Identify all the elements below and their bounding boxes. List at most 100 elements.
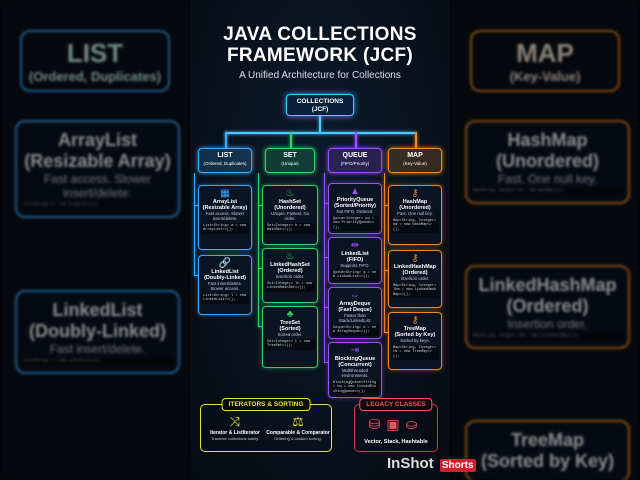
card-desc: Not FIFO. Ordered. [336, 209, 374, 214]
legacy-classes-panel: LEGACY CLASSES ⛁▣⛀ Vector, Stack, Hashta… [354, 398, 438, 452]
category-map: MAP (Key-Value) [388, 148, 442, 173]
list-card: 🔗LinkedList(Doubly-Linked)Fast insert/de… [198, 255, 252, 315]
side-card: ArrayList(Resizable Array)Fast access. S… [15, 120, 180, 219]
connector-line [384, 332, 388, 334]
list-card: ▦ArrayList(Resizable Array)Fast access. … [198, 185, 252, 250]
tree-icon: ♣ [286, 309, 294, 320]
scales-icon: ⚖ [292, 414, 304, 429]
double-arrow-pipe-icon: ⇔ [350, 290, 360, 301]
category-sub: (FIFO/Priority) [340, 161, 370, 166]
card-name: LinkedList [341, 251, 369, 257]
category-sub: (Key-Value) [403, 161, 427, 166]
blurred-right-background: MAP(Key-Value) HashMap(Unordered)Fast. O… [450, 0, 640, 480]
category-label: SET [283, 152, 297, 159]
card-name: HashMap [402, 199, 428, 205]
side-card-sub: (Ordered) [506, 296, 589, 316]
card-desc: Fast insert/delete. Slower access. [207, 281, 243, 291]
connector-line [384, 173, 386, 332]
card-sub: (Unordered) [399, 205, 431, 211]
collections-root-node: COLLECTIONS(JCF) [286, 94, 354, 116]
side-map-heading: MAP(Key-Value) [470, 30, 620, 92]
set-card: ♨LinkedHashSet(Ordered)Insertion order.S… [262, 248, 318, 303]
card-desc: Supports FIFO. [340, 263, 370, 268]
watermark-badge: Shorts [439, 459, 476, 472]
connector-line [324, 257, 328, 259]
side-card-code: Map<String, Integer> hm = new HashMap<>(… [471, 188, 624, 195]
title-line: FRAMEWORK (JCF) [226, 45, 414, 66]
side-card-name: LinkedHashMap [478, 275, 617, 295]
card-code: Queue<String> q = new LinkedList<>(); [331, 270, 379, 281]
category-sub: (Unique) [281, 161, 299, 166]
shuffle-icon: ⤨ [229, 414, 241, 429]
connector-line [324, 362, 328, 364]
side-card: LinkedHashMap(Ordered)Insertion order.Ma… [465, 265, 630, 350]
side-sub: (Ordered, Duplicates) [28, 69, 162, 84]
root-label: COLLECTIONS [296, 98, 344, 105]
card-desc: Multithreaded environments. [341, 368, 369, 378]
card-desc: Insertion order. [275, 274, 305, 279]
side-card-code: List<String> a = new ArrayList<>(); [21, 202, 174, 209]
connector-line [258, 268, 262, 270]
card-name: BlockingQueue [334, 356, 376, 362]
side-title: MAP [516, 38, 574, 68]
card-sub: (Sorted by Key) [394, 332, 436, 338]
iterators-sorting-panel: ITERATORS & SORTING ⤨Iterator & ListIter… [200, 398, 332, 452]
connector-line [415, 132, 417, 148]
lock-pipe-icon: ⇥ [350, 345, 360, 356]
card-name: PriorityQueue [336, 197, 374, 203]
card-code: BlockingQueue<String> bq = new LinkedBlo… [331, 380, 379, 395]
card-sub: (Unordered) [274, 205, 306, 211]
card-desc: Unique. Fastest. No order. [271, 211, 309, 221]
category-queue: QUEUE (FIFO/Priority) [328, 148, 382, 173]
card-code: List<String> a = new ArrayList<>(); [201, 223, 249, 234]
card-desc: Faster than Stack/LinkedList. [338, 313, 372, 323]
card-sub: (Sorted) [279, 326, 301, 332]
category-list: LIST(Ordered, Duplicates) [198, 148, 252, 173]
connector-line [194, 173, 196, 275]
table-icon: ▦ [220, 188, 230, 199]
connector-line [258, 173, 260, 326]
connector-line [258, 326, 262, 328]
map-card: ⚷HashMap(Unordered)Fast. One null key.Ma… [388, 185, 442, 245]
connector-line [355, 132, 357, 148]
side-card-name: LinkedList [52, 300, 143, 320]
category-label: MAP [407, 152, 423, 159]
side-title: LIST [66, 38, 124, 68]
title-line: JAVA COLLECTIONS [223, 24, 417, 45]
card-name: LinkedHashSet [270, 262, 310, 268]
connector-line [384, 270, 388, 272]
side-card-desc: Fast insert/delete. [49, 342, 146, 356]
item-desc: Ordering & custom sorting. [274, 436, 322, 441]
connector-line [290, 132, 292, 148]
inshot-watermark: InShot Shorts [385, 455, 476, 472]
side-card-sub: (Unordered) [496, 151, 599, 171]
side-list-heading: LIST(Ordered, Duplicates) [20, 30, 170, 92]
card-code: Deque<String> d = new ArrayDeque<>(); [331, 325, 379, 336]
card-name: TreeSet [280, 320, 300, 326]
card-name: TreeMap [403, 326, 427, 332]
card-sub: (Ordered) [277, 268, 303, 274]
connector-line [225, 132, 227, 148]
side-card-desc: Insertion order. [507, 317, 588, 331]
card-code: Set<Integer> h = new HashSet<>(); [265, 223, 315, 234]
side-card-desc: Fast. One null key. [497, 172, 598, 186]
side-card-desc: Fast access. Slower insert/delete. [43, 172, 152, 200]
panel-title: LEGACY CLASSES [359, 398, 433, 411]
card-sub: (Sorted/Priority) [334, 203, 376, 209]
side-card: TreeMap(Sorted by Key) [465, 420, 630, 480]
panel-title: ITERATORS & SORTING [221, 398, 311, 411]
card-name: LinkedHashMap [393, 264, 437, 270]
side-card-code: List<String> l = new LinkedList<>(); [21, 358, 174, 365]
key-tree-icon: ⚷ [411, 315, 419, 326]
queue-card: ⇔ArrayDeque(Fast Deque)Faster than Stack… [328, 287, 382, 339]
connector-line [384, 205, 388, 207]
queue-card: ▲PriorityQueue(Sorted/Priority)Not FIFO.… [328, 183, 382, 234]
bag-chain-icon: ♨ [285, 251, 295, 262]
card-sub: (FIFO) [346, 257, 364, 263]
card-code: List<String> l = new LinkedList<>(); [201, 293, 249, 304]
map-card: ⚷TreeMap(Sorted by Key)Sorted by keys.Ma… [388, 312, 442, 370]
side-sub: (Key-Value) [509, 69, 581, 84]
category-label: QUEUE [342, 152, 368, 159]
